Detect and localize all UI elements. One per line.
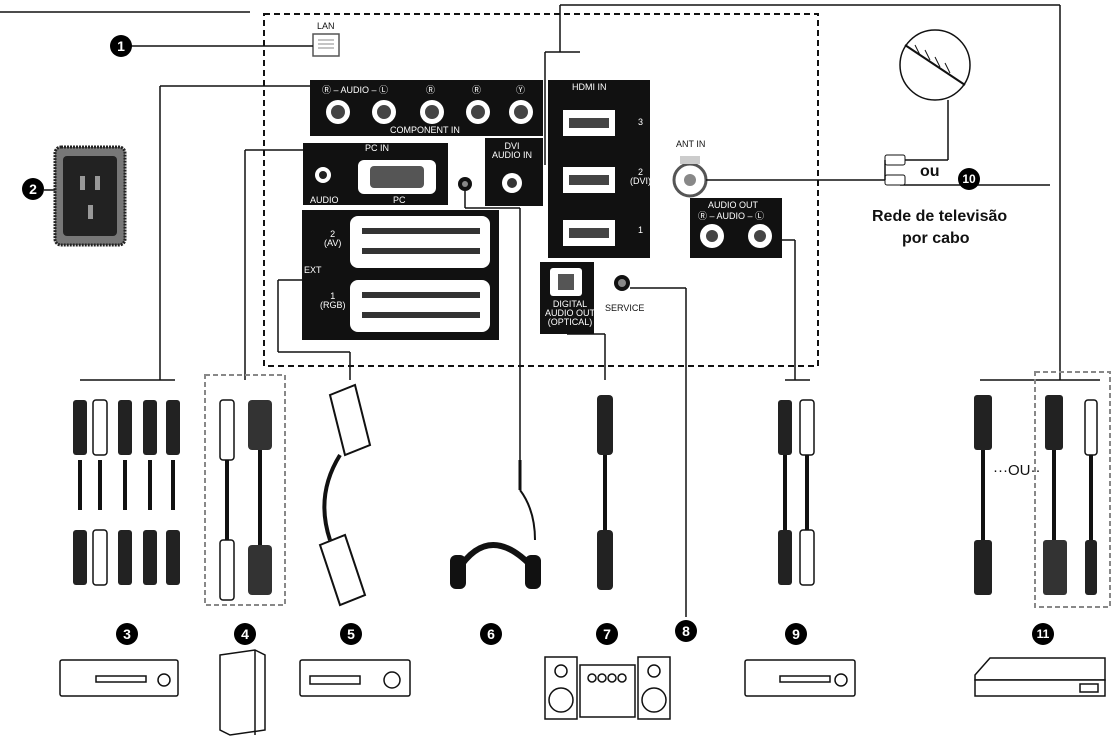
pb-label: Ⓡ — [472, 85, 482, 95]
digital-audio-out-label: DIGITAL AUDIO OUT (OPTICAL) — [545, 299, 596, 327]
hdmi-2-label: 2 (DVI) — [630, 167, 651, 186]
callout-8: 8 — [675, 620, 697, 642]
audio-out-label: AUDIO OUT — [708, 200, 759, 210]
hdmi-3-label: 3 — [638, 117, 644, 127]
vcr-device-3 — [59, 659, 179, 697]
dvi-audio-in-block — [485, 138, 543, 206]
callout-5: 5 — [340, 623, 362, 645]
ext-label: EXT — [304, 265, 322, 275]
callout-1: 1 — [110, 35, 132, 57]
callout-4: 4 — [234, 623, 256, 645]
rear-panel-outline — [263, 13, 819, 367]
cable-network-line1: Rede de televisão — [872, 208, 1008, 225]
ext-2-label: 2 (AV) — [324, 229, 342, 248]
dvi-audio-in-label: DVI AUDIO IN — [492, 141, 533, 160]
service-label: SERVICE — [605, 303, 645, 313]
pc-label: PC — [393, 195, 406, 205]
set-top-box-device-11 — [974, 657, 1106, 697]
ou-hdmi-label: ···OU·· — [993, 462, 1041, 479]
audio-out-lr-label: Ⓡ – AUDIO – Ⓛ — [698, 211, 765, 221]
callout-9: 9 — [785, 623, 807, 645]
callout-3: 3 — [116, 623, 138, 645]
component-in-label: COMPONENT IN — [390, 125, 460, 135]
stereo-system-device-7 — [544, 656, 671, 720]
ou-antenna-label: ou — [920, 163, 940, 180]
y-label: Ⓨ — [516, 85, 526, 95]
lan-label: LAN — [317, 21, 335, 31]
callout-7: 7 — [596, 623, 618, 645]
callout-10: 10 — [958, 168, 980, 190]
lan-port — [312, 33, 340, 57]
callout-6: 6 — [480, 623, 502, 645]
pc-tower-device-4 — [219, 649, 266, 736]
pr-label: Ⓡ — [426, 85, 436, 95]
hdmi-1-label: 1 — [638, 225, 644, 235]
cable-network-line2: por cabo — [902, 230, 970, 247]
audio-label: AUDIO — [310, 195, 339, 205]
ext-1-label: 1 (RGB) — [320, 291, 346, 310]
callout-2: 2 — [22, 178, 44, 200]
hdmi-in-label: HDMI IN — [572, 82, 607, 92]
pc-in-label: PC IN — [365, 143, 390, 153]
vcr-device-9 — [744, 659, 856, 697]
callout-11: 11 — [1032, 623, 1054, 645]
ant-in-label: ANT IN — [676, 139, 706, 149]
vcr-device-5 — [299, 659, 411, 697]
audio-lr-label: Ⓡ – AUDIO – Ⓛ — [322, 85, 389, 95]
